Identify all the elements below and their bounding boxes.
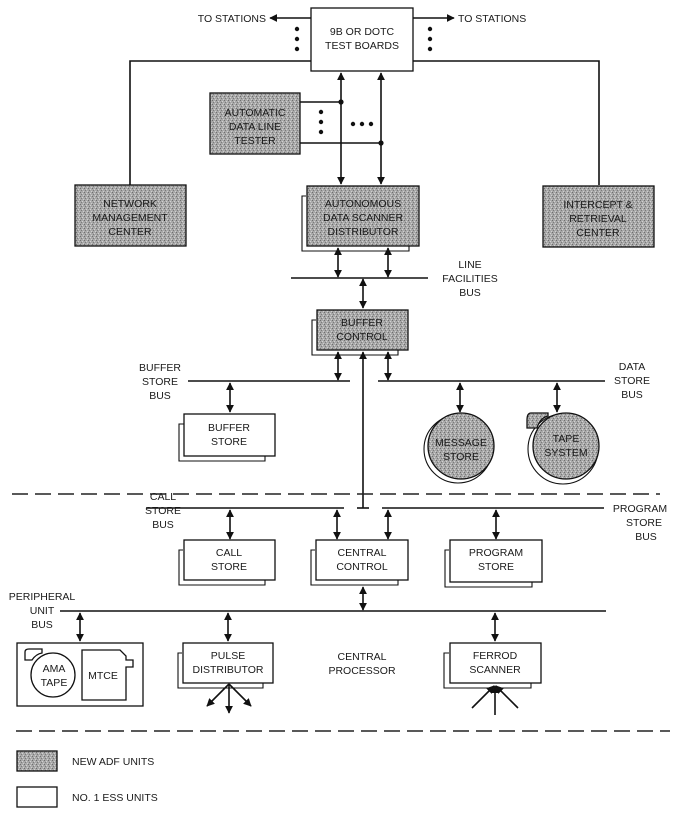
adlt-label-2: DATA LINE [229, 121, 281, 133]
adsd-label-1: AUTONOMOUS [325, 198, 401, 210]
adsd-label-3: DISTRIBUTOR [328, 226, 399, 238]
buffer-store-bus-label-1: BUFFER [139, 362, 181, 374]
adlt-vertical-dots [318, 109, 324, 135]
message-store-label-1: MESSAGE [435, 437, 487, 449]
call-store-bus-label-3: BUS [152, 519, 174, 531]
pulse-distributor-block: PULSE DISTRIBUTOR [177, 642, 274, 689]
pulse-distributor-label-1: PULSE [211, 650, 245, 662]
message-store-disk: MESSAGE STORE [423, 412, 495, 484]
call-store-block: CALL STORE [178, 539, 276, 586]
central-control-label-1: CENTRAL [337, 547, 386, 559]
data-store-bus-label-2: STORE [614, 375, 650, 387]
central-processor-label-2: PROCESSOR [328, 665, 396, 677]
pulse-distributor-label-2: DISTRIBUTOR [193, 664, 264, 676]
buffer-store-label-1: BUFFER [208, 422, 250, 434]
program-store-bus-label-3: BUS [635, 531, 657, 543]
central-control-block: CENTRAL CONTROL [310, 539, 409, 586]
legend: NEW ADF UNITS NO. 1 ESS UNITS [16, 750, 158, 808]
adsd-block: AUTONOMOUS DATA SCANNER DISTRIBUTOR [301, 185, 420, 252]
ferrod-scanner-block: FERROD SCANNER [443, 642, 542, 689]
buffer-control-block: BUFFER CONTROL [311, 309, 409, 356]
adlt-label-1: AUTOMATIC [225, 107, 286, 119]
irc-block: INTERCEPT & RETRIEVAL CENTER [542, 185, 655, 248]
test-boards-block: 9B OR DOTC TEST BOARDS [310, 7, 414, 72]
program-store-bus-label-2: STORE [626, 517, 662, 529]
ama-tape-label-1: AMA [43, 663, 66, 675]
program-store-label-1: PROGRAM [469, 547, 523, 559]
data-store-bus-label-1: DATA [619, 361, 645, 373]
to-stations-left-label: TO STATIONS [198, 13, 266, 25]
adsd-label-2: DATA SCANNER [323, 212, 404, 224]
irc-label-2: RETRIEVAL [569, 213, 627, 225]
buffer-store-bus-label-3: BUS [149, 390, 171, 402]
legend-item-new-adf: NEW ADF UNITS [16, 750, 154, 772]
to-stations-right-label: TO STATIONS [458, 13, 526, 25]
call-store-bus-label-2: STORE [145, 505, 181, 517]
central-processor-label-1: CENTRAL [337, 651, 386, 663]
nmc-label-2: MANAGEMENT [92, 212, 168, 224]
data-store-bus-label-3: BUS [621, 389, 643, 401]
ferrod-scanner-inputs [471, 685, 519, 715]
tape-system-reel: TAPE SYSTEM [526, 412, 600, 485]
ama-mtce-block: AMA TAPE MTCE [16, 642, 144, 707]
nmc-connection-line [129, 60, 311, 185]
line-facilities-bus-label-1: LINE [458, 259, 481, 271]
pulse-distributor-outputs [206, 683, 252, 714]
nmc-label-3: CENTER [108, 226, 152, 238]
peripheral-unit-bus-label-1: PERIPHERAL [9, 591, 76, 603]
nmc-label-1: NETWORK [103, 198, 157, 210]
peripheral-unit-bus-label-2: UNIT [30, 605, 55, 617]
central-control-label-2: CONTROL [336, 561, 387, 573]
irc-label-3: CENTER [576, 227, 620, 239]
legend-label-ess: NO. 1 ESS UNITS [72, 792, 158, 804]
ama-tape-label-2: TAPE [41, 677, 68, 689]
ama-tape-reel: AMA TAPE [24, 648, 76, 698]
line-facilities-bus-label-2: FACILITIES [442, 273, 497, 285]
program-store-label-2: STORE [478, 561, 514, 573]
legend-label-new-adf: NEW ADF UNITS [72, 756, 154, 768]
legend-item-ess: NO. 1 ESS UNITS [16, 786, 158, 808]
mtce-label: MTCE [88, 670, 118, 682]
buffer-control-label-2: CONTROL [336, 331, 387, 343]
buffer-store-block: BUFFER STORE [178, 413, 276, 462]
peripheral-unit-bus-label-3: BUS [31, 619, 53, 631]
irc-connection-line [413, 60, 600, 185]
line-facilities-bus-label-3: BUS [459, 287, 481, 299]
ferrod-scanner-label-1: FERROD [473, 650, 518, 662]
test-boards-label-1: 9B OR DOTC [330, 26, 395, 38]
buffer-control-label-1: BUFFER [341, 317, 383, 329]
tape-system-label-2: SYSTEM [544, 447, 587, 459]
call-store-label-2: STORE [211, 561, 247, 573]
test-boards-left-dots [294, 26, 300, 52]
message-store-label-2: STORE [443, 451, 479, 463]
adlt-label-3: TESTER [234, 135, 276, 147]
legend-swatch-shaded [16, 750, 58, 772]
mtce-card: MTCE [81, 649, 134, 701]
call-store-bus-label-1: CALL [150, 491, 176, 503]
adlt-horizontal-dots [350, 121, 374, 127]
irc-label-1: INTERCEPT & [563, 199, 632, 211]
nmc-block: NETWORK MANAGEMENT CENTER [74, 184, 187, 247]
test-boards-label-2: TEST BOARDS [325, 40, 399, 52]
buffer-store-bus-label-2: STORE [142, 376, 178, 388]
call-store-label-1: CALL [216, 547, 242, 559]
tape-system-label-1: TAPE [553, 433, 580, 445]
legend-swatch-plain [16, 786, 58, 808]
adlt-block: AUTOMATIC DATA LINE TESTER [209, 92, 301, 155]
program-store-block: PROGRAM STORE [444, 539, 543, 588]
test-boards-right-dots [427, 26, 433, 52]
ferrod-scanner-label-2: SCANNER [469, 664, 521, 676]
buffer-store-label-2: STORE [211, 436, 247, 448]
program-store-bus-label-1: PROGRAM [613, 503, 667, 515]
